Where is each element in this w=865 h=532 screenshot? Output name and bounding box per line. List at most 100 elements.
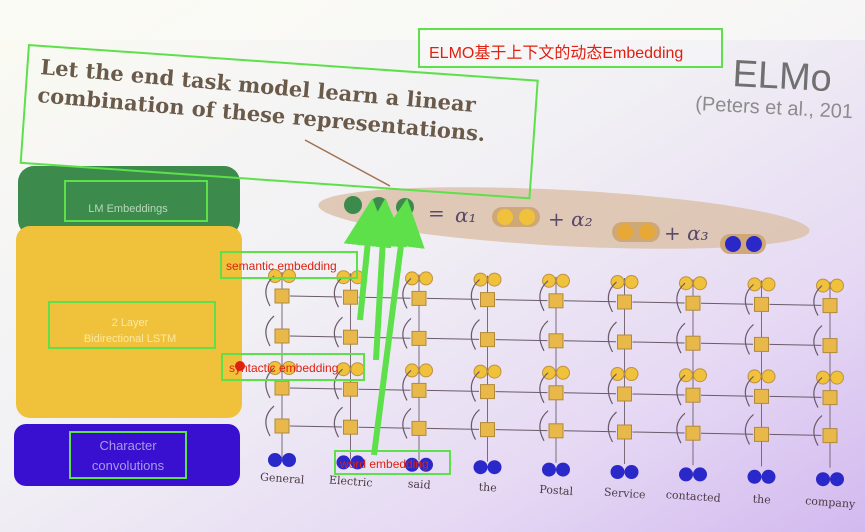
layer-output-pair [816, 370, 844, 385]
lstm-cell [411, 420, 427, 436]
lstm-cell [617, 386, 632, 402]
marker-dot [235, 361, 245, 371]
token-embedding-pair [542, 462, 570, 477]
lstm-cell [274, 288, 290, 304]
token-embedding-pair [610, 465, 639, 479]
token-embedding-pair [268, 453, 296, 467]
token-word: company [805, 494, 857, 511]
token-word: Service [603, 486, 646, 502]
lm-embeddings-block [18, 166, 240, 236]
formula-alpha1: α₁ [455, 203, 477, 227]
lstm-cell [548, 333, 564, 349]
lstm-cell [548, 293, 564, 309]
layer-output-pair [268, 269, 296, 283]
lstm-cell [411, 382, 427, 398]
lstm-cell [480, 332, 495, 348]
title-annotation: ELMO基于上下文的动态Embedding [429, 45, 684, 62]
syntactic-annotation: syntactic embedding [229, 361, 339, 375]
token-word: Postal [539, 483, 574, 498]
layer-output-pair [473, 272, 502, 287]
lstm-cell [411, 290, 427, 306]
token-word: contacted [665, 488, 721, 505]
formula-alpha2: + α₂ [548, 207, 593, 231]
token-embedding-pair [816, 472, 844, 487]
combination-ellipse [318, 187, 810, 249]
alpha2-vector [612, 222, 660, 242]
token-word: Electric [329, 474, 373, 490]
layer-output-pair [747, 369, 776, 384]
bilstm-block [16, 226, 242, 418]
char-label-line2: convolutions [92, 458, 165, 473]
layer-output-pair [610, 275, 639, 289]
token-word: the [752, 492, 771, 506]
formula-alpha3: + α₃ [664, 221, 709, 245]
lstm-cell [822, 338, 838, 354]
layer-output-pair [405, 363, 433, 378]
lstm-cell [480, 422, 495, 438]
lstm-cell [480, 384, 495, 400]
lstm-cell [343, 289, 358, 305]
lstm-cell [617, 294, 632, 310]
annotation-arrows [343, 198, 425, 456]
pointer-line [304, 139, 391, 187]
bilstm-label-line2: Bidirectional LSTM [84, 333, 176, 345]
lstm-cell [685, 425, 701, 441]
lstm-cell [754, 388, 769, 404]
token-word: the [478, 480, 497, 494]
lstm-cell [617, 424, 632, 440]
layer-output-pair [679, 276, 707, 291]
semantic-annotation-box: semantic embedding [220, 251, 358, 279]
lm-embeddings-label: LM Embeddings [88, 203, 168, 215]
lstm-cell [343, 419, 358, 435]
bilstm-label-line1: 2 Layer [112, 317, 149, 329]
token-embedding-pair [336, 455, 365, 470]
lstm-cell [548, 423, 564, 439]
lstm-cell [685, 335, 701, 351]
lstm-cell [822, 390, 838, 406]
alpha1-vector [492, 207, 540, 227]
layer-output-pair [268, 361, 296, 375]
bilstm-annotation-box [48, 301, 216, 349]
lstm-cell [822, 428, 838, 444]
lstm-cell [274, 380, 290, 396]
layer-output-pair [747, 277, 776, 292]
lstm-cell [548, 385, 564, 401]
layer-output-pair [473, 364, 502, 379]
bilstm-network [265, 269, 844, 468]
lstm-cell [274, 418, 290, 434]
layer-output-pair [542, 365, 570, 380]
lstm-cell [343, 329, 358, 345]
slide-elmo-title: ELMo [732, 53, 833, 100]
semantic-annotation: semantic embedding [226, 259, 337, 273]
token-embedding-pair [473, 460, 502, 475]
alpha3-vector [720, 234, 766, 254]
lm-embeddings-annotation-box [64, 180, 208, 222]
lstm-cell [685, 295, 701, 311]
char-annotation-box [69, 431, 187, 479]
token-embedding-pair [679, 467, 707, 482]
layer-output-pair [679, 368, 707, 383]
layer-output-pair [405, 271, 433, 286]
layer-output-pair [610, 367, 639, 381]
title-annotation-box: ELMO基于上下文的动态Embedding [418, 28, 723, 68]
elmo-output-vector [344, 196, 414, 216]
syntactic-annotation-box: syntactic embedding [221, 353, 365, 381]
token-row: General Electric said the Postal Service conta… [260, 453, 857, 511]
layer-output-pair [816, 278, 844, 293]
lstm-cell [274, 328, 290, 344]
lstm-cell [822, 298, 838, 314]
word-annotation: word embedding [340, 457, 429, 471]
token-embedding-pair [747, 469, 776, 484]
word-annotation-box: word embedding [334, 450, 451, 475]
layer-output-pair [542, 273, 570, 288]
lstm-cell [754, 336, 769, 352]
lstm-cell [617, 334, 632, 350]
char-label-line1: Character [99, 438, 157, 453]
token-word: General [260, 470, 306, 486]
lstm-cell [411, 330, 427, 346]
token-word: said [407, 477, 431, 492]
lstm-cell [685, 387, 701, 403]
lstm-cell [754, 296, 769, 312]
token-embedding-pair [405, 457, 433, 472]
